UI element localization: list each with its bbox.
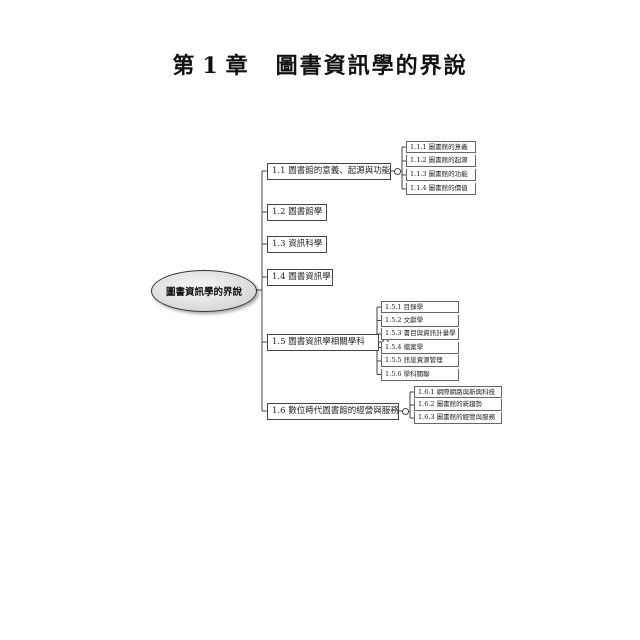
subsection-node: 1.5.5 訊息資源管理: [381, 355, 459, 367]
branch-connector: [394, 168, 401, 175]
subsection-node: 1.6.3 圖書館的經營與服務: [414, 412, 502, 424]
subsection-node: 1.1.4 圖書館的價值: [406, 183, 476, 195]
mindmap-root-label: 圖書資訊學的界說: [165, 287, 242, 298]
branch-connector: [402, 408, 409, 415]
section-node: 1.1 圖書館的意義、起源與功能: [267, 163, 391, 180]
section-node: 1.3 資訊科學: [267, 236, 327, 253]
subsection-node: 1.1.1 圖書館的意義: [406, 141, 476, 153]
subsection-node: 1.1.3 圖書館的功能: [406, 169, 476, 181]
subsection-node: 1.5.4 檔案學: [381, 341, 459, 354]
subsection-node: 1.6.2 圖書館的新趨勢: [414, 399, 502, 411]
section-node: 1.6 數位時代圖書館的經營與服務: [267, 403, 399, 420]
subsection-node: 1.1.2 圖書館的起源: [406, 155, 476, 167]
subsection-node: 1.6.1 網際網路與新興科技: [414, 386, 502, 398]
chapter-prefix: 第: [172, 53, 197, 79]
subsection-node: 1.5.1 目錄學: [381, 301, 459, 313]
subsection-node: 1.5.6 學科關聯: [381, 368, 459, 381]
section-node: 1.5 圖書資訊學相關學科: [267, 334, 379, 351]
section-node: 1.4 圖書資訊學: [267, 269, 333, 286]
mindmap-root-node: 圖書資訊學的界說: [151, 270, 257, 312]
chapter-suffix: 章: [225, 53, 250, 79]
section-node: 1.2 圖書館學: [267, 204, 327, 221]
chapter-title-text: 圖書資訊學的界說: [275, 53, 468, 79]
subsection-node: 1.5.3 書目與資訊計量學: [381, 328, 459, 340]
subsection-node: 1.5.2 文獻學: [381, 314, 459, 327]
chapter-number: 1: [202, 53, 220, 79]
